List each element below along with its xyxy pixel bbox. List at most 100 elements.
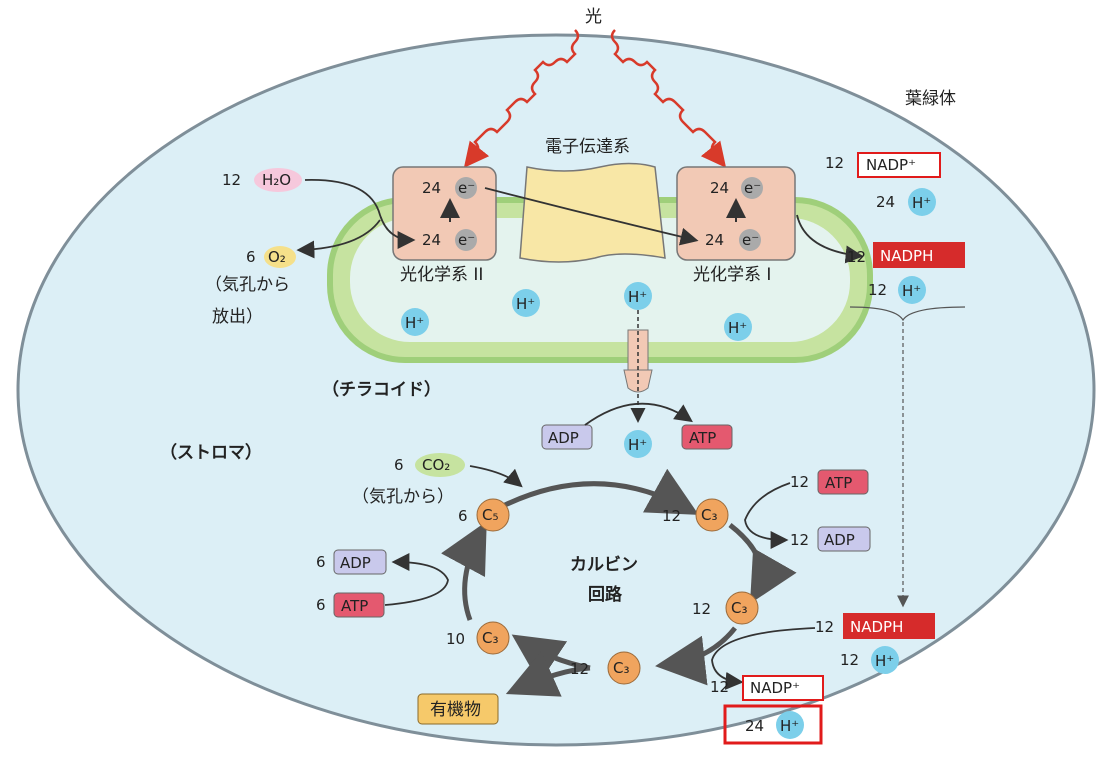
nadph-bottom bbox=[843, 613, 935, 639]
adp-left: ADP bbox=[333, 549, 387, 575]
co2-coef: 6 bbox=[394, 456, 404, 474]
light-wave-left bbox=[463, 29, 580, 168]
electron: e⁻ bbox=[744, 179, 761, 197]
c3-label: C₃ bbox=[731, 599, 748, 617]
c3-label: C₃ bbox=[701, 506, 718, 524]
c5: C₅ bbox=[476, 498, 510, 532]
electron: e⁻ bbox=[742, 231, 759, 249]
coef: 24 bbox=[422, 179, 441, 197]
electrons-ps2-top: 24 e⁻ bbox=[422, 177, 477, 199]
hplus-mid: H⁺ bbox=[624, 430, 652, 458]
adp-label: ADP bbox=[824, 531, 855, 549]
atp-right: ATP bbox=[817, 469, 869, 495]
nadph-label: NADPH bbox=[850, 618, 903, 636]
release-label-1: （気孔から bbox=[205, 275, 290, 295]
h-top2-coef: 12 bbox=[868, 281, 887, 299]
coef: 24 bbox=[422, 231, 441, 249]
hplus-label: H⁺ bbox=[516, 295, 535, 313]
nadp-label: NADP⁺ bbox=[750, 679, 800, 697]
hplus-thylakoid-2: H⁺ bbox=[624, 282, 652, 310]
organic-label: 有機物 bbox=[430, 700, 481, 720]
nadph-r-coef: 12 bbox=[815, 618, 834, 636]
c3-a: C₃ bbox=[695, 498, 729, 532]
nadp-top bbox=[857, 152, 941, 178]
c3-c: C₃ bbox=[607, 651, 641, 685]
stroma-label: （ストロマ） bbox=[160, 442, 262, 463]
c3-d: C₃ bbox=[476, 621, 510, 655]
nadph-top-coef: 12 bbox=[847, 248, 866, 266]
atp-label: ATP bbox=[825, 474, 852, 492]
o2-coef: 6 bbox=[246, 248, 256, 266]
electrons-ps1-top: 24 e⁻ bbox=[710, 177, 763, 199]
hplus-bottom: H⁺ bbox=[776, 711, 804, 739]
atp-l-coef: 6 bbox=[316, 596, 326, 614]
electron: e⁻ bbox=[458, 179, 475, 197]
electron: e⁻ bbox=[458, 231, 475, 249]
ps1-label: 光化学系 I bbox=[693, 265, 771, 285]
nadph-top bbox=[873, 242, 965, 268]
c3d-coef: 10 bbox=[446, 630, 465, 648]
adp-l-coef: 6 bbox=[316, 553, 326, 571]
hplus-label: H⁺ bbox=[628, 436, 647, 454]
hplus-right-bottom: H⁺ bbox=[871, 646, 899, 674]
h2o-label: H₂O bbox=[262, 171, 291, 189]
photosystem-2 bbox=[392, 166, 497, 261]
from-stomata-label: （気孔から） bbox=[352, 487, 454, 507]
o2 bbox=[264, 246, 296, 268]
nadp-label: NADP⁺ bbox=[866, 156, 916, 174]
hplus-label: H⁺ bbox=[780, 717, 799, 735]
hplus-thylakoid-4: H⁺ bbox=[724, 313, 752, 341]
etc-label: 電子伝達系 bbox=[545, 137, 630, 157]
hplus-label: H⁺ bbox=[902, 282, 921, 300]
h-bot-coef: 24 bbox=[745, 717, 764, 735]
adp-right: ADP bbox=[817, 526, 871, 552]
c3-label: C₃ bbox=[482, 629, 499, 647]
adp-mid: ADP bbox=[541, 424, 593, 450]
h-r-coef: 12 bbox=[840, 651, 859, 669]
electrons-ps2-bottom: 24 e⁻ bbox=[422, 229, 477, 251]
h2o-coef: 12 bbox=[222, 171, 241, 189]
electrons-ps1-bottom: 24 e⁻ bbox=[705, 229, 761, 251]
hplus-label: H⁺ bbox=[875, 652, 894, 670]
coef: 24 bbox=[705, 231, 724, 249]
h2o bbox=[254, 168, 302, 192]
atp-left: ATP bbox=[333, 592, 385, 618]
nadp-bottom bbox=[742, 675, 824, 701]
c3a-coef: 12 bbox=[662, 507, 681, 525]
chloroplast-label: 葉緑体 bbox=[905, 89, 956, 109]
c3-label: C₃ bbox=[613, 659, 630, 677]
hplus-label: H⁺ bbox=[628, 288, 647, 306]
h-bottom-highlight bbox=[723, 704, 823, 745]
electron-transport-chain bbox=[519, 162, 666, 263]
coef: 24 bbox=[710, 179, 729, 197]
hplus-top-right-2: H⁺ bbox=[898, 276, 926, 304]
c3b-coef: 12 bbox=[692, 600, 711, 618]
thylakoid-label: （チラコイド） bbox=[322, 379, 441, 400]
adp-label: ADP bbox=[340, 554, 371, 572]
ps2-label: 光化学系 II bbox=[400, 265, 483, 285]
c5-coef: 6 bbox=[458, 507, 468, 525]
nadp-top-coef: 12 bbox=[825, 154, 844, 172]
release-label-2: 放出） bbox=[212, 307, 263, 327]
co2 bbox=[415, 453, 465, 477]
co2-label: CO₂ bbox=[422, 456, 450, 474]
adp-r-coef: 12 bbox=[790, 531, 809, 549]
c3c-coef: 12 bbox=[570, 660, 589, 678]
atp-mid: ATP bbox=[681, 424, 733, 450]
atp-synthase bbox=[623, 310, 653, 423]
atp-r-coef: 12 bbox=[790, 473, 809, 491]
light-label: 光 bbox=[585, 7, 602, 27]
o2-label: O₂ bbox=[268, 248, 286, 266]
hplus-thylakoid-3: H⁺ bbox=[401, 308, 429, 336]
calvin-label-2: 回路 bbox=[588, 584, 623, 605]
hplus-thylakoid-1: H⁺ bbox=[512, 289, 540, 317]
atp-label: ATP bbox=[341, 597, 368, 615]
light-wave-right bbox=[610, 29, 727, 168]
hplus-label: H⁺ bbox=[405, 314, 424, 332]
nadp-bot-coef: 12 bbox=[710, 678, 729, 696]
hplus-label: H⁺ bbox=[912, 194, 931, 212]
hplus-label: H⁺ bbox=[728, 319, 747, 337]
atp-label: ATP bbox=[689, 429, 716, 447]
organic-box bbox=[417, 693, 499, 725]
adp-label: ADP bbox=[548, 429, 579, 447]
